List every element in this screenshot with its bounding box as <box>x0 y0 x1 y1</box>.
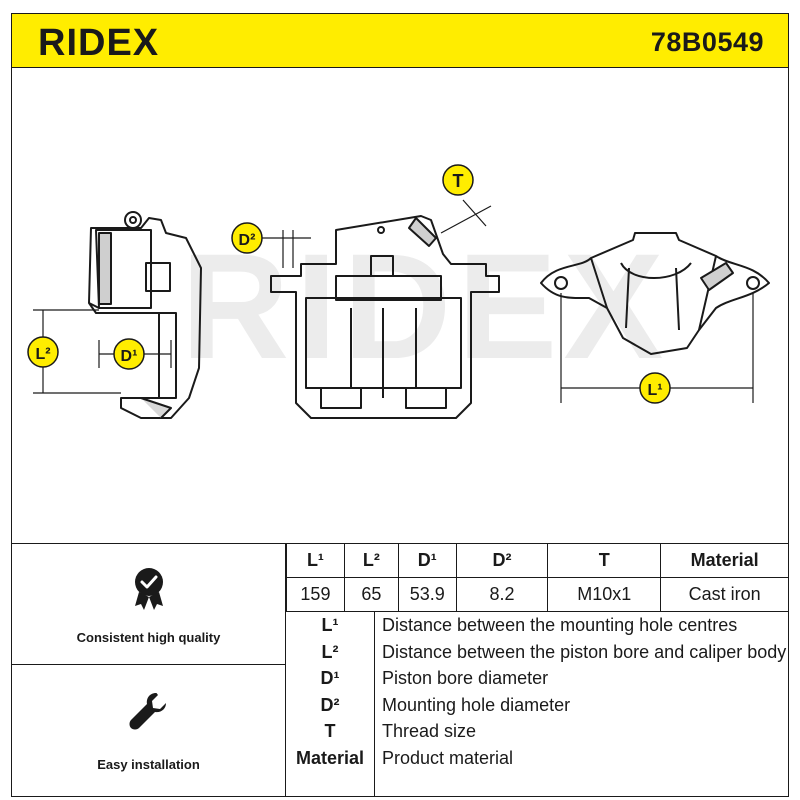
spec-value-material: Cast iron <box>660 577 789 612</box>
badge-t <box>442 164 474 196</box>
legend-row: D² Mounting hole diameter <box>286 692 789 719</box>
spec-table-value-row: 159 65 53.9 8.2 M10x1 Cast iron <box>286 577 789 612</box>
legend-key: D¹ <box>320 668 340 688</box>
ridex-logo: RIDEX <box>38 22 159 62</box>
legend-row: Material Product material <box>286 745 789 772</box>
caliper-drawing: RIDEX <box>27 164 770 419</box>
legend-desc: Thread size <box>382 721 477 741</box>
spec-value-t: M10x1 <box>547 577 662 612</box>
spec-value-l1: 159 <box>286 577 345 612</box>
spec-table-header-row: L¹ L² D¹ D² T Material <box>286 543 789 578</box>
legend-desc: Distance between the mounting hole centr… <box>382 615 738 635</box>
badge-l2 <box>27 336 59 368</box>
spec-header-d1: D¹ <box>397 543 457 578</box>
spec-value-l2: 65 <box>343 577 399 612</box>
quality-badge-icon <box>134 568 163 610</box>
badge-d1 <box>113 338 145 370</box>
watermark-text: RIDEX <box>181 222 669 390</box>
side-view <box>88 211 202 419</box>
header-bar: RIDEX 78B0549 <box>11 13 789 68</box>
legend-separator <box>374 612 375 797</box>
spec-table: L¹ L² D¹ D² T Material 159 65 53.9 8.2 M… <box>286 543 789 612</box>
spec-header-material: Material <box>660 543 789 578</box>
spec-header-l2: L² <box>343 543 399 578</box>
legend-key: T <box>324 721 336 741</box>
legend-key: Material <box>295 747 365 768</box>
ridex-logo-text: RIDEX <box>38 22 159 62</box>
technical-drawing: RIDEX <box>11 68 789 543</box>
front-view <box>270 215 500 419</box>
legend-desc: Piston bore diameter <box>382 668 549 688</box>
feature-panel: Consistent high quality Easy installatio… <box>11 543 286 797</box>
dimension-badges: T D² L² D¹ L¹ <box>27 164 671 404</box>
top-view <box>540 232 770 355</box>
feature-divider <box>11 664 285 665</box>
badge-d1-label: D¹ <box>121 348 138 365</box>
legend-row: L² Distance between the piston bore and … <box>286 639 789 666</box>
legend-row: T Thread size <box>286 718 789 745</box>
badge-d2 <box>231 222 263 254</box>
feature-quality-label: Consistent high quality <box>76 630 221 645</box>
legend-row: D¹ Piston bore diameter <box>286 665 789 692</box>
part-number: 78B0549 <box>650 27 764 57</box>
legend-desc: Product material <box>382 747 514 768</box>
badge-l2-label: L² <box>35 346 50 363</box>
legend-row: L¹ Distance between the mounting hole ce… <box>286 612 789 639</box>
wrench-icon <box>129 693 166 730</box>
feature-installation-label: Easy installation <box>97 757 200 772</box>
spec-header-t: T <box>547 543 662 578</box>
dimension-legend: L¹ Distance between the mounting hole ce… <box>286 612 789 771</box>
badge-l1 <box>639 372 671 404</box>
badge-d2-label: D² <box>239 232 256 249</box>
spec-value-d2: 8.2 <box>455 577 549 612</box>
spec-value-d1: 53.9 <box>397 577 457 612</box>
legend-key: L¹ <box>321 615 339 635</box>
feature-installation: Easy installation <box>11 689 286 772</box>
badge-l1-label: L¹ <box>647 382 662 399</box>
badge-t-label: T <box>453 171 464 191</box>
feature-quality: Consistent high quality <box>11 566 286 645</box>
legend-key: L² <box>321 641 339 662</box>
spec-header-l1: L¹ <box>286 543 345 578</box>
legend-desc: Distance between the piston bore and cal… <box>382 641 787 662</box>
legend-desc: Mounting hole diameter <box>382 694 571 715</box>
legend-key: D² <box>320 694 340 715</box>
spec-header-d2: D² <box>455 543 549 578</box>
